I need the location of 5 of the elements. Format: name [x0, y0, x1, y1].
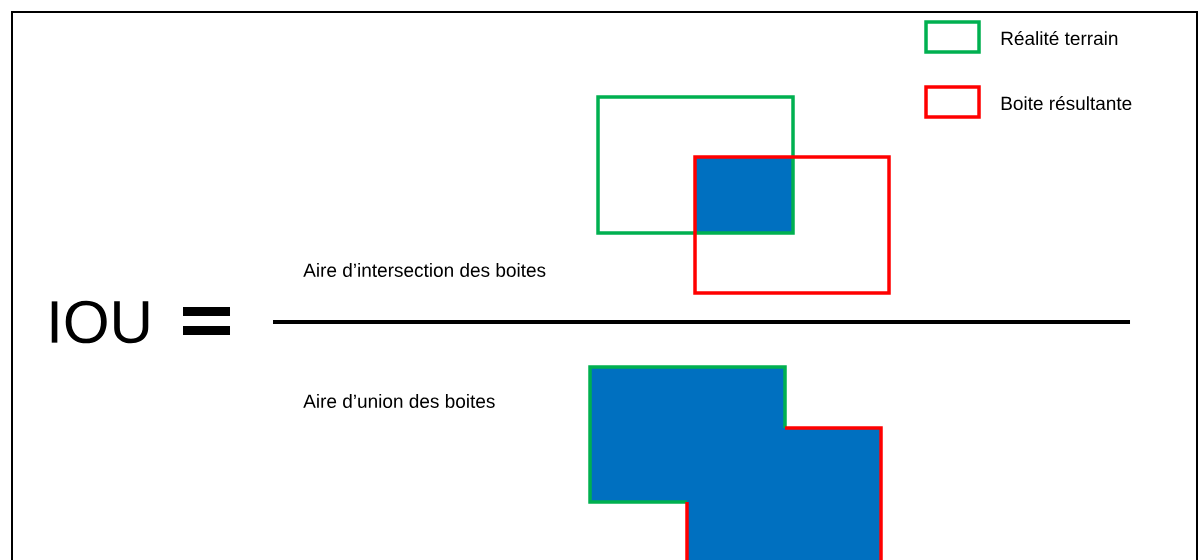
legend-label: Boite résultante	[1001, 95, 1132, 111]
iou-label: IOU	[51, 300, 149, 344]
legend-label: Réalité terrain	[1001, 30, 1118, 46]
denominator-label: Aire d’union des boites	[303, 394, 495, 408]
numerator-label: Aire d’intersection des boites	[303, 263, 546, 277]
